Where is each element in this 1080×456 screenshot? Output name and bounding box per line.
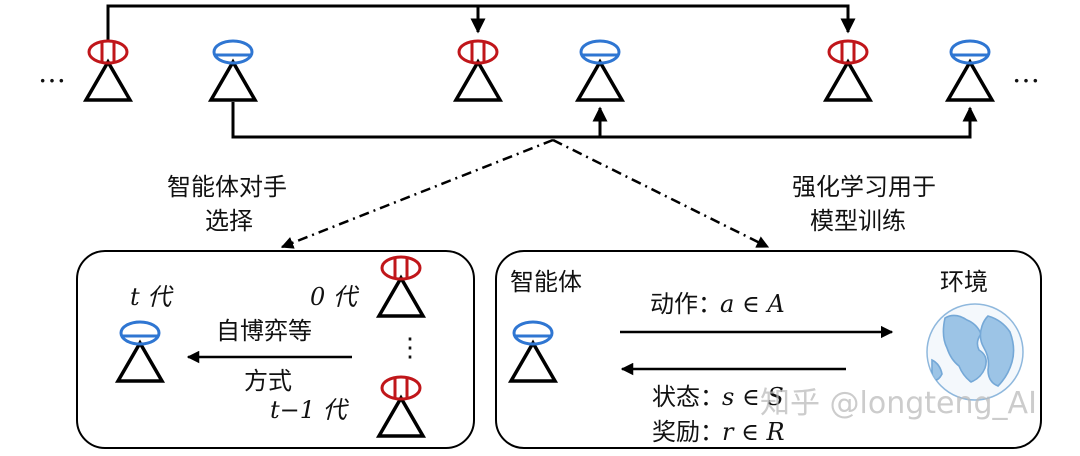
watermark: 知乎 @longteng_AI — [760, 386, 1037, 421]
opponent-box-agents — [114, 255, 427, 438]
ellipsis-left: … — [38, 56, 66, 89]
blue-connector — [231, 102, 978, 139]
state-math: s ∈ S — [722, 383, 784, 411]
blue-agent-icon — [114, 320, 166, 383]
rl-training-label-2: 模型训练 — [810, 207, 906, 235]
red-agent-icon — [82, 39, 134, 102]
red-agent-icon — [375, 255, 427, 318]
blue-agent-icon — [944, 39, 996, 102]
rl-training-label-1: 强化学习用于 — [792, 173, 936, 201]
red-agent-icon — [452, 39, 504, 102]
gen-zero-label: 0 代 — [310, 283, 360, 311]
opponent-selection-label-1: 智能体对手 — [167, 173, 287, 201]
branch-arrows — [280, 138, 770, 249]
red-connector — [106, 4, 856, 40]
state-label: 状态： — [652, 383, 724, 411]
blue-agent-icon — [207, 39, 259, 102]
reward-math: r ∈ R — [722, 418, 785, 446]
gen-prev-label: t−1 代 — [270, 396, 350, 424]
vdots: ⋮ — [397, 333, 423, 363]
rl-agent — [507, 320, 559, 383]
population-agents — [82, 39, 996, 102]
red-agent-icon — [822, 39, 874, 102]
action-math: a ∈ A — [720, 290, 785, 318]
globe-icon — [926, 303, 1024, 401]
opponent-selection-box — [76, 250, 475, 449]
rl-training-box — [495, 250, 1042, 449]
opponent-selection-label-2b: 选择 — [205, 207, 253, 235]
action-label: 动作： — [650, 290, 722, 318]
method-label-1: 自博弈等 — [216, 317, 312, 345]
agent-label: 智能体 — [510, 268, 582, 296]
reward-label: 奖励： — [652, 418, 724, 446]
environment-label: 环境 — [940, 268, 988, 296]
blue-agent-icon — [574, 39, 626, 102]
current-gen-label: t 代 — [130, 283, 174, 311]
method-label-2: 方式 — [244, 367, 292, 395]
red-agent-icon — [375, 375, 427, 438]
ellipsis-right: … — [1012, 56, 1040, 89]
blue-agent-icon — [507, 320, 559, 383]
